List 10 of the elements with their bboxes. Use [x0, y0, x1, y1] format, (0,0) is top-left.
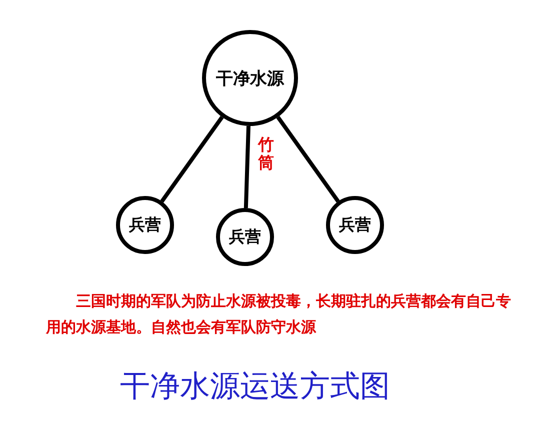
edge-label: 竹筒 [258, 136, 274, 172]
note-text: 三国时期的军队为防止水源被投毒，长期驻扎的兵营都会有自己专用的水源基地。自然也会有军队防守水源 [46, 291, 512, 338]
circle-node: 兵营 [116, 196, 174, 254]
circle-node: 干净水源 [202, 30, 298, 126]
connector-line [276, 116, 340, 203]
circle-node: 兵营 [216, 208, 274, 266]
diagram-title: 干净水源运送方式图 [119, 368, 391, 406]
connector-line [244, 126, 250, 208]
connector-line [160, 116, 224, 203]
circle-node: 兵营 [326, 196, 384, 254]
